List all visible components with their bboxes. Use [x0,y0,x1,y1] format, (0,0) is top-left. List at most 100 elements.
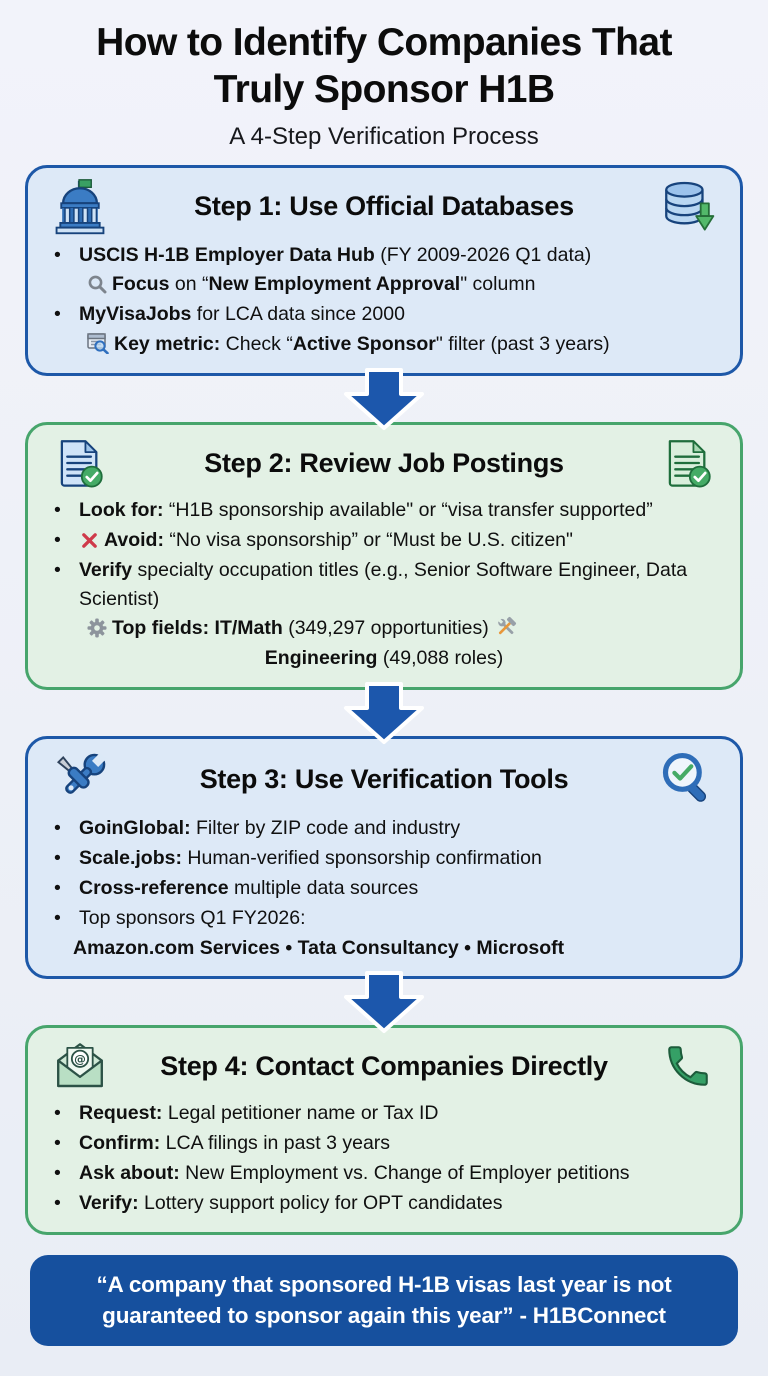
text-segment: Amazon.com Services • Tata Consultancy •… [73,936,565,959]
text-segment: multiple data sources [228,876,419,899]
down-arrow-icon [344,971,424,1034]
line-content: Ask about: New Employment vs. Change of … [79,1159,720,1188]
bank-icon [48,177,112,237]
bullet-dot: • [54,1132,61,1155]
infographic: How to Identify Companies That Truly Spo… [25,20,743,1346]
line-content: Verify specialty occupation titles (e.g.… [79,556,720,614]
bullet-dot: • [54,558,61,581]
step-line: • Cross-reference multiple data sources [48,874,720,903]
svg-text:@: @ [74,1052,86,1066]
step-3-body: • GoinGlobal: Filter by ZIP code and indu… [48,814,720,962]
bullet-dot: • [54,876,61,899]
step-line: • Request: Legal petitioner name or Tax I… [48,1099,720,1128]
bullet-dot: • [54,303,61,326]
text-segment: Confirm: [79,1132,161,1155]
bullet-dot: • [54,906,61,929]
bullet-dot: • [54,1192,61,1215]
text-segment: GoinGlobal: [79,817,191,840]
text-segment: Engineering [264,647,378,670]
gear-icon [87,618,107,638]
text-segment: USCIS H-1B Employer Data Hub [79,243,375,266]
line-content: USCIS H-1B Employer Data Hub (FY 2009-20… [79,241,720,270]
step-line: • GoinGlobal: Filter by ZIP code and indu… [48,814,720,843]
line-content: Engineering (49,088 roles) [265,647,503,669]
text-segment: Legal petitioner name or Tax ID [162,1102,439,1125]
line-content: Cross-reference multiple data sources [79,874,720,903]
step-line: Engineering (49,088 roles) [48,644,720,673]
text-segment: Lottery support policy for OPT candidate… [138,1192,503,1215]
step-line: Key metric: Check “Active Sponsor" filte… [48,330,720,359]
database-download-icon [656,178,720,236]
text-segment: " filter (past 3 years) [435,333,610,356]
bullet-dot: • [54,243,61,266]
bullet-dot: • [54,847,61,870]
document-search-icon [87,332,109,355]
step-line: •Top sponsors Q1 FY2026: [48,904,720,933]
step-4-title: Step 4: Contact Companies Directly [160,1050,608,1081]
step-2-title: Step 2: Review Job Postings [204,447,564,478]
flow-arrow-2 [25,682,743,746]
step-2-body: • Look for: “H1B sponsorship available" o… [48,496,720,673]
bullet-dot: • [54,1162,61,1185]
text-segment: Filter by ZIP code and industry [190,817,461,840]
down-arrow-icon [344,682,424,745]
line-content: GoinGlobal: Filter by ZIP code and indus… [79,814,720,843]
text-segment: New Employment Approval [208,273,461,296]
text-segment: specialty occupation titles (e.g., Senio… [79,558,688,610]
line-content: Request: Legal petitioner name or Tax ID [79,1099,720,1128]
document-check-blue-icon [48,434,112,492]
text-segment: Human-verified sponsorship confirmation [181,847,542,870]
page-title: How to Identify Companies That Truly Spo… [25,20,743,114]
bullet-dot: • [54,1102,61,1125]
text-segment: (349,297 opportunities) [282,617,495,640]
step-3-card: Step 3: Use Verification Tools • GoinGlob… [25,736,743,980]
step-2-header: Step 2: Review Job Postings [48,434,720,492]
text-segment: “H1B sponsorship available" or “visa tra… [163,499,653,522]
step-4-body: • Request: Legal petitioner name or Tax I… [48,1099,720,1217]
line-content: Look for: “H1B sponsorship available" or… [79,496,720,525]
text-segment: Focus [112,273,170,296]
text-segment: Ask about: [79,1162,180,1185]
tools-icon [48,748,112,810]
step-3-title: Step 3: Use Verification Tools [199,763,569,794]
step-line: • Scale.jobs: Human-verified sponsorship … [48,844,720,873]
text-segment: (49,088 roles) [377,647,504,670]
step-line: • USCIS H-1B Employer Data Hub (FY 2009-2… [48,241,720,270]
flow-arrow-3 [25,971,743,1035]
text-segment: Check “ [220,333,293,356]
step-line: Top fields: IT/Math (349,297 opportuniti… [48,614,720,643]
step-3-header: Step 3: Use Verification Tools [48,748,720,810]
step-line: • Confirm: LCA filings in past 3 years [48,1129,720,1158]
red-x-icon [80,531,99,550]
text-segment: for LCA data since 2000 [191,303,405,326]
line-content: Focus on “New Employment Approval" colum… [86,270,720,299]
bullet-dot: • [54,528,61,551]
text-segment: Verify: [79,1192,139,1215]
line-content: Avoid: “No visa sponsorship” or “Must be… [79,526,720,555]
step-line: •MyVisaJobs for LCA data since 2000 [48,300,720,329]
step-line: • Look for: “H1B sponsorship available" o… [48,496,720,525]
line-content: Key metric: Check “Active Sponsor" filte… [86,330,720,359]
text-segment: Active Sponsor [292,333,436,356]
flow-arrow-1 [25,368,743,432]
envelope-at-icon: @ [48,1037,112,1095]
bullet-dot: • [54,499,61,522]
step-2-card: Step 2: Review Job Postings • Look for: “… [25,422,743,691]
page-title-line2: Truly Sponsor H1B [213,67,555,111]
text-segment: New Employment vs. Change of Employer pe… [179,1162,630,1185]
document-check-green-icon [656,434,720,492]
text-segment: Avoid: [104,528,164,551]
line-content: Amazon.com Services • Tata Consultancy •… [73,934,720,963]
text-segment: Request: [79,1102,163,1125]
step-line: • Ask about: New Employment vs. Change of… [48,1159,720,1188]
text-segment: Verify [79,558,133,581]
step-line: • Verify specialty occupation titles (e.g… [48,556,720,614]
bullet-dot: • [54,817,61,840]
step-1-header: Step 1: Use Official Databases [48,177,720,237]
text-segment: Look for: [79,499,164,522]
down-arrow-icon [344,368,424,431]
step-1-card: Step 1: Use Official Databases • USCIS H-… [25,164,743,377]
text-segment: Scale.jobs: [79,847,182,870]
line-content: Scale.jobs: Human-verified sponsorship c… [79,844,720,873]
line-content: Confirm: LCA filings in past 3 years [79,1129,720,1158]
